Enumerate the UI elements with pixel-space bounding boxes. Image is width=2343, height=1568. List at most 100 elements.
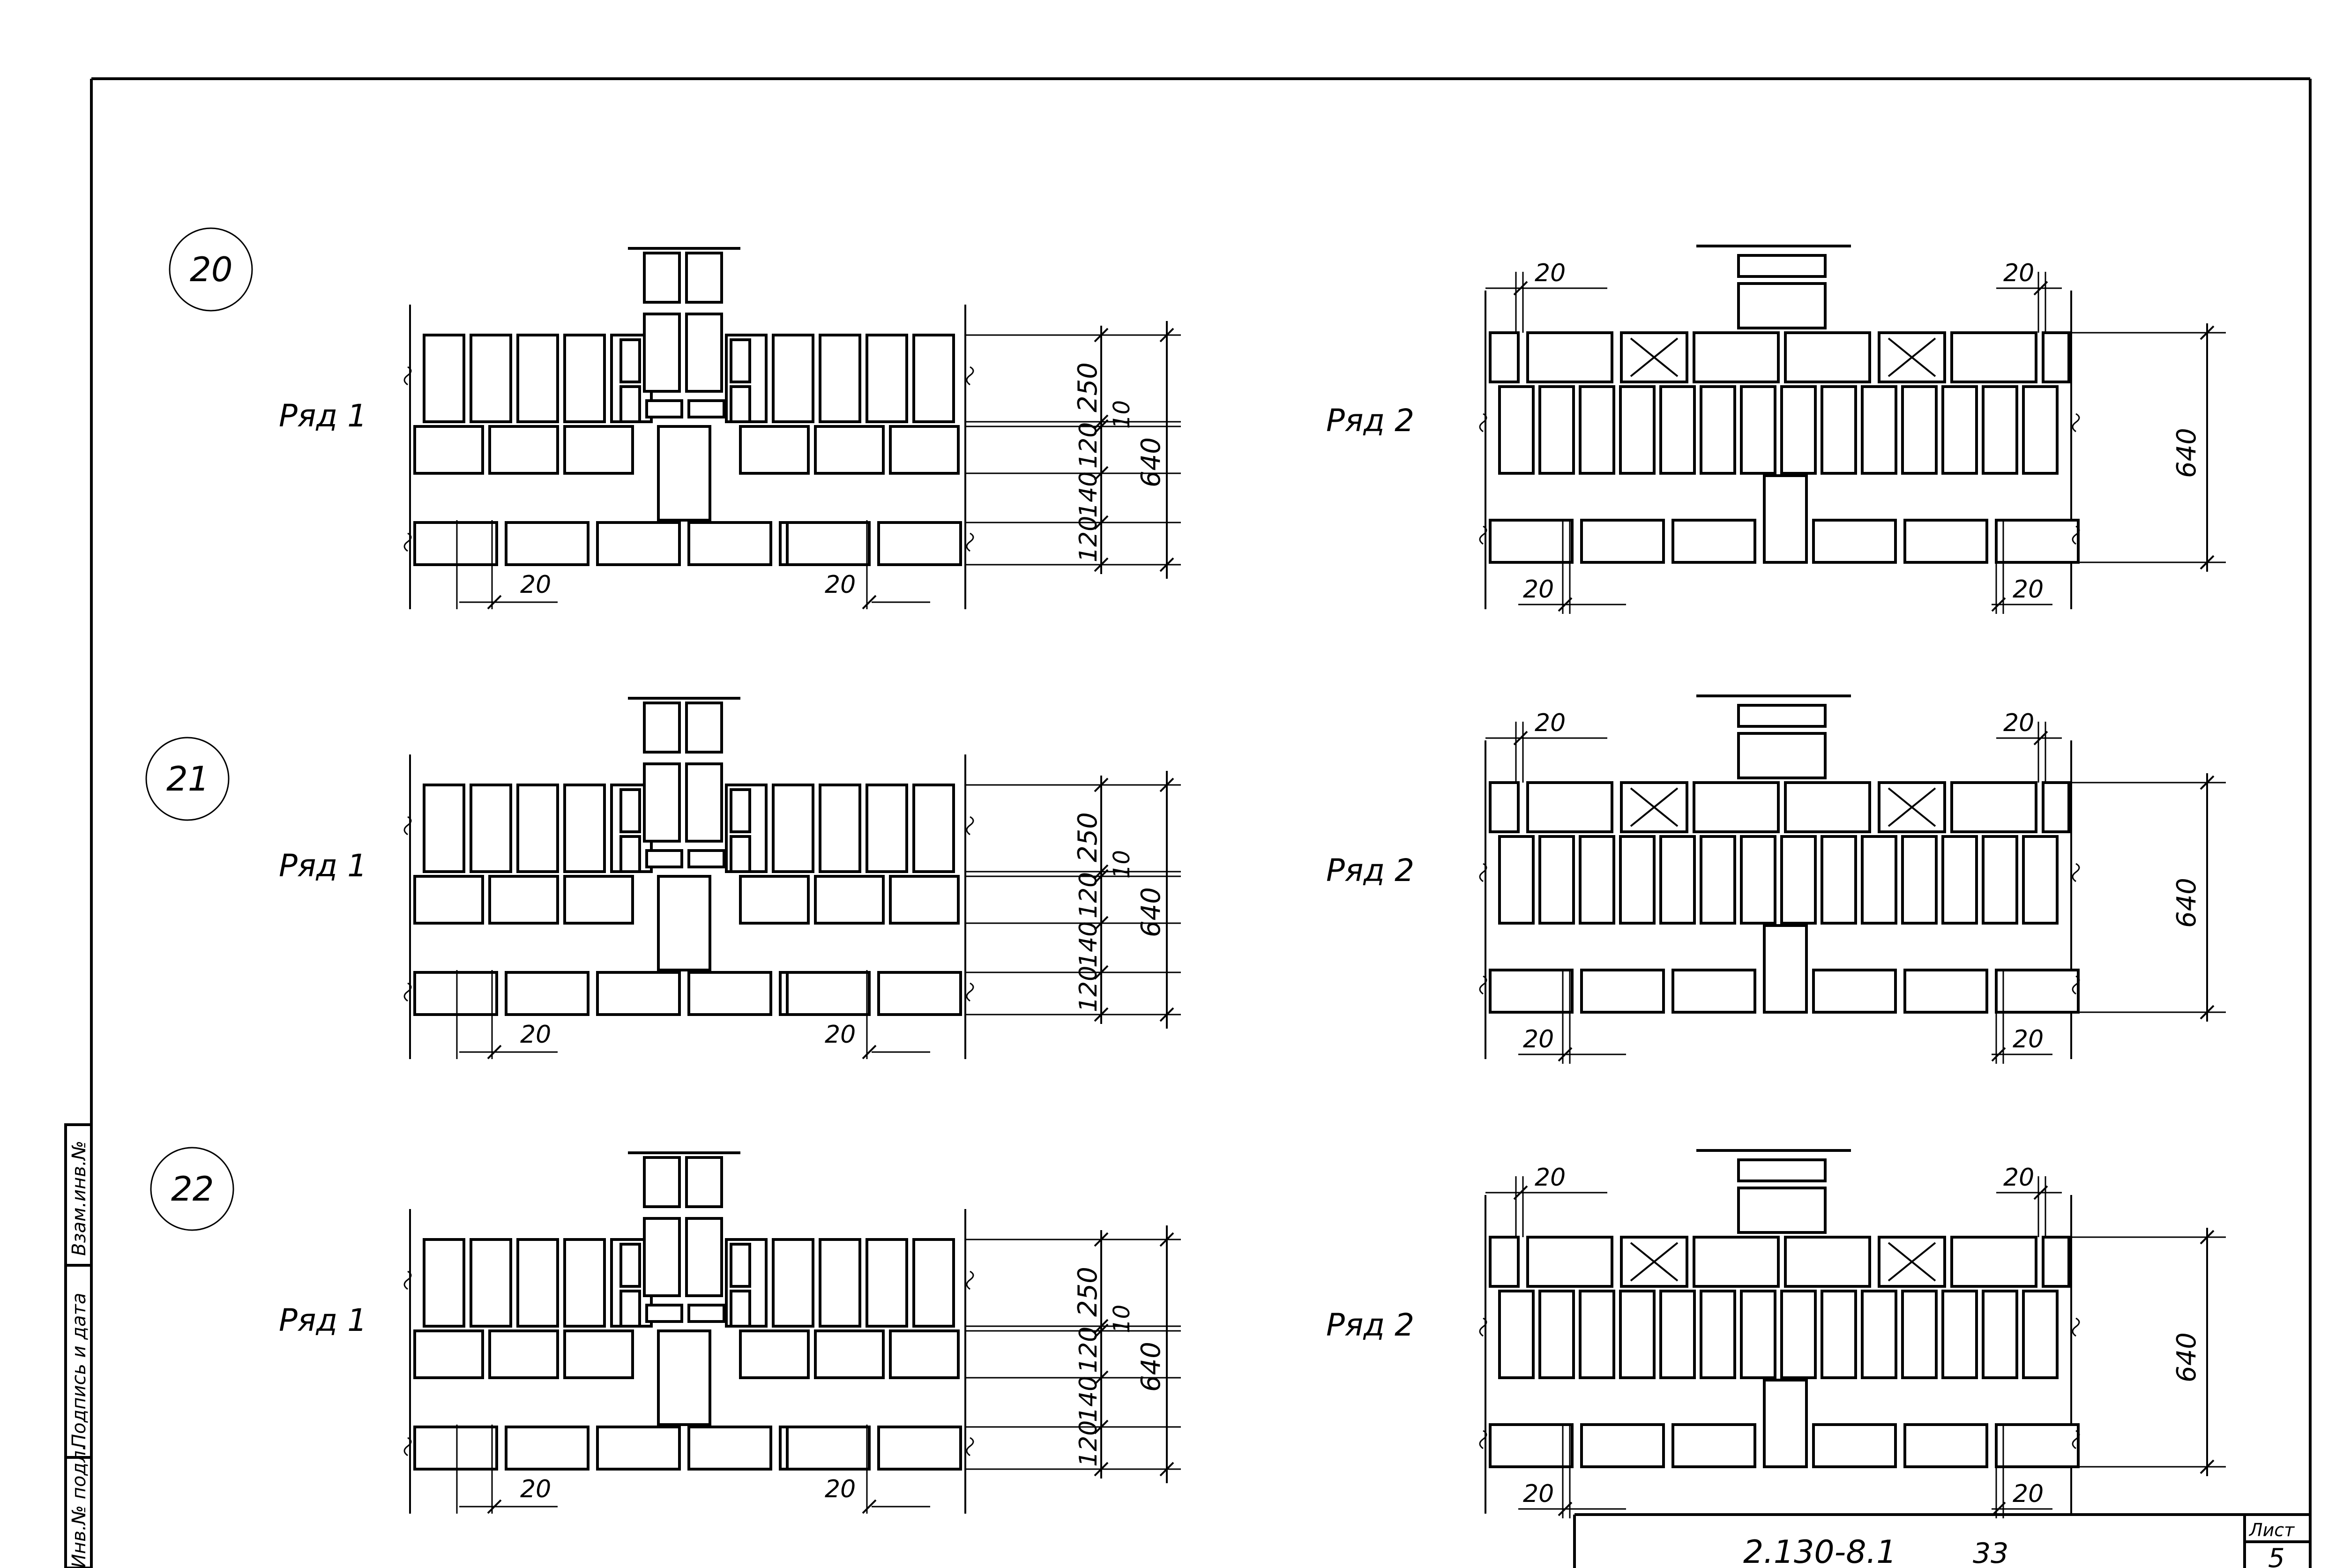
brick (488, 1329, 559, 1379)
brick (1498, 1290, 1535, 1379)
dimension-line (1513, 731, 1528, 746)
brick (685, 1217, 723, 1297)
brick (1812, 519, 1897, 564)
break-mark (966, 816, 974, 836)
dimension-line (1888, 787, 1936, 827)
brick (1737, 704, 1827, 728)
dimension-label: 640 (1136, 887, 1166, 937)
brick (889, 1329, 960, 1379)
brick (912, 334, 955, 423)
brick (1941, 385, 1978, 475)
dimension-line (862, 1499, 877, 1514)
brick (643, 762, 681, 843)
dimension-line (1094, 1323, 1109, 1338)
brick (516, 784, 559, 873)
brick (505, 521, 589, 566)
dimension-label: 640 (1136, 437, 1166, 487)
dimension-line (1159, 328, 1174, 343)
brick (1737, 1158, 1827, 1182)
brick (687, 971, 772, 1016)
dimension-line (1159, 1232, 1174, 1247)
list-label: Лист (2248, 1520, 2295, 1540)
dimension-label: 20 (1523, 575, 1554, 604)
brick (2042, 331, 2070, 383)
brick (866, 784, 908, 873)
brick (1671, 1423, 1756, 1468)
break-mark (2072, 1430, 2080, 1449)
brick (413, 875, 484, 925)
brick (563, 784, 606, 873)
brick (1740, 385, 1776, 475)
brick (505, 1426, 589, 1471)
detail-number: 21 (166, 759, 209, 799)
detail-number: 22 (171, 1169, 214, 1209)
brick (645, 1304, 683, 1323)
dimension-label: 10 (1109, 400, 1135, 429)
dimension-label: 120 (1074, 516, 1103, 562)
brick (1821, 1290, 1857, 1379)
dimension-line (2200, 325, 2215, 340)
brick (730, 835, 751, 873)
brick (772, 784, 814, 873)
brick (2022, 385, 2059, 475)
break-mark (2072, 975, 2080, 995)
brick (596, 971, 681, 1016)
brick (1903, 1423, 1988, 1468)
brick (657, 425, 711, 522)
brick (1780, 835, 1817, 925)
brick (563, 1329, 634, 1379)
dimension-line (862, 595, 877, 610)
brick (1693, 331, 1780, 383)
row1-label: Ряд 1 (279, 848, 367, 884)
detail-number-circle (169, 227, 253, 312)
dimension-line (1630, 337, 1679, 377)
brick (814, 875, 885, 925)
brick (1763, 924, 1808, 1014)
dimension-line (1159, 1007, 1174, 1022)
dimension-label: 10 (1109, 850, 1135, 879)
brick (470, 334, 512, 423)
brick (1737, 1187, 1827, 1234)
brick (1812, 969, 1897, 1014)
dimension-label: 20 (520, 1475, 551, 1503)
brick (739, 1329, 810, 1379)
brick (1784, 1236, 1871, 1288)
break-mark (1479, 413, 1487, 433)
dimension-label: 20 (520, 571, 551, 599)
side-stamp: Взам.инв.№ Подпись и дата Инв.№ подл. (64, 1123, 93, 1568)
dimension-line (1094, 1419, 1109, 1434)
brick (1659, 385, 1696, 475)
brick (1982, 835, 2018, 925)
dimension-line (1991, 597, 2006, 612)
break-mark (2072, 1317, 2080, 1337)
dimension-label: 640 (1136, 1342, 1166, 1392)
dimension-label: 250 (1073, 362, 1103, 412)
brick (505, 971, 589, 1016)
brick (1901, 385, 1938, 475)
brick (413, 1329, 484, 1379)
brick (1780, 385, 1817, 475)
dimension-line (1094, 419, 1109, 434)
brick (1526, 331, 1613, 383)
brick (1901, 1290, 1938, 1379)
dimension-label: 250 (1073, 812, 1103, 862)
dimension-label: 640 (2171, 428, 2202, 478)
dimension-label: 20 (1535, 1164, 1566, 1192)
dimension-line (1558, 1501, 1573, 1516)
brick (1489, 1236, 1520, 1288)
break-mark (1479, 525, 1487, 545)
brick (1903, 969, 1988, 1014)
title-block: 2.130-8.1 33 Лист 5 (1573, 1513, 2310, 1568)
brick (772, 1238, 814, 1328)
brick (786, 971, 871, 1016)
brick (470, 1238, 512, 1328)
break-mark (966, 366, 974, 386)
dimension-line (1888, 1242, 1936, 1282)
dimension-label: 640 (2171, 878, 2202, 928)
brick (1538, 835, 1575, 925)
brick (877, 1426, 962, 1471)
dimension-label: 20 (1535, 709, 1566, 737)
brick (596, 521, 681, 566)
break-mark (2072, 525, 2080, 545)
